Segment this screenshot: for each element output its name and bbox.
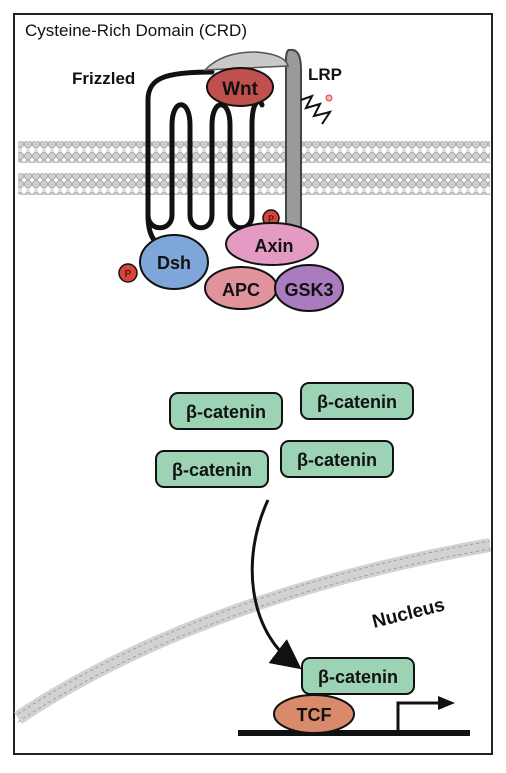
nuclear-envelope <box>14 538 492 724</box>
tcf-protein <box>273 694 355 734</box>
dsh-protein <box>139 234 209 290</box>
crd-domain <box>203 51 289 71</box>
beta-catenin-label: β-catenin <box>172 460 252 480</box>
translocation-arrow <box>250 499 302 670</box>
beta-catenin-4: β-catenin <box>280 440 394 478</box>
frizzled-label: Frizzled <box>72 69 135 88</box>
wnt-ligand <box>206 67 274 107</box>
beta-catenin-1: β-catenin <box>169 392 283 430</box>
wnt-label: Wnt <box>222 79 259 100</box>
axin-label: Axin <box>254 236 293 256</box>
beta-catenin-3: β-catenin <box>155 450 269 488</box>
dsh-phospho-badge <box>118 263 138 283</box>
beta-catenin-label: β-catenin <box>318 667 398 687</box>
tcf-label: TCF <box>297 705 332 725</box>
beta-catenin-nuclear: β-catenin <box>301 657 415 695</box>
apc-label: APC <box>222 280 260 300</box>
gsk3-label: GSK3 <box>284 280 333 300</box>
axin-protein <box>225 222 319 266</box>
transcription-arrowhead-icon <box>438 696 455 710</box>
beta-catenin-label: β-catenin <box>297 450 377 470</box>
beta-catenin-label: β-catenin <box>317 392 397 412</box>
dsh-label: Dsh <box>157 253 191 273</box>
lrp-label: LRP <box>308 65 342 84</box>
lrp-zigzag <box>300 94 333 125</box>
gsk3-protein <box>274 264 344 312</box>
figure-caption: Cysteine-Rich Domain (CRD) <box>25 21 247 40</box>
dsh-phospho-label: P <box>125 269 132 280</box>
transcription-start-arrow <box>396 701 440 732</box>
cursor-dot-icon <box>325 94 333 102</box>
beta-catenin-label: β-catenin <box>186 402 266 422</box>
lrp-phospho-label: P <box>268 214 274 224</box>
beta-catenin-2: β-catenin <box>300 382 414 420</box>
